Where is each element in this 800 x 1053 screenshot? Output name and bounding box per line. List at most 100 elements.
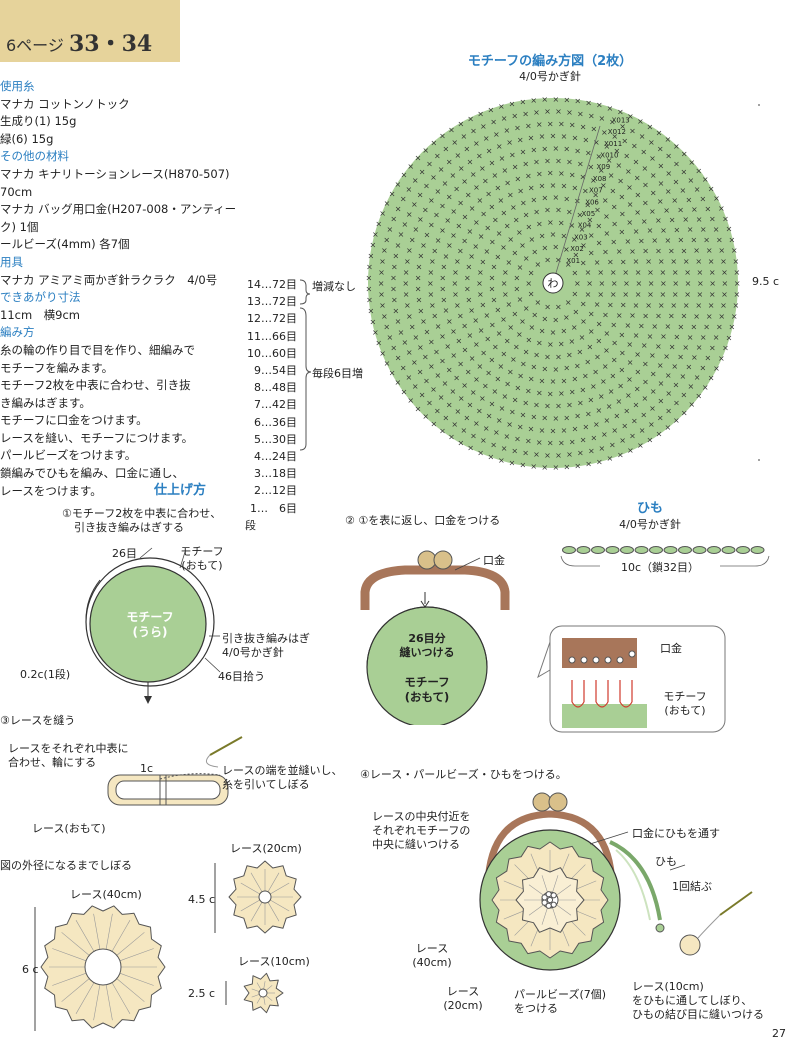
stitch-mark: × [603, 212, 610, 221]
lace-10-note-1: レース(10cm) [632, 980, 704, 993]
stitch-mark: × [673, 142, 680, 151]
stitch-mark: × [660, 226, 667, 235]
stitch-mark: × [528, 269, 535, 278]
stitch-mark: × [633, 331, 640, 340]
stitch-mark: × [640, 148, 647, 157]
cord-through-label: 口金にひもを通す [632, 827, 720, 840]
stitch-mark: × [420, 241, 427, 250]
step3-instr-2: 合わせ、輪にする [8, 756, 97, 769]
stitch-mark: × [616, 161, 623, 170]
stitch-mark: × [417, 191, 424, 200]
stitch-mark: × [372, 328, 379, 337]
stitch-mark: × [429, 257, 436, 266]
stitch-mark: × [572, 425, 579, 434]
stitch-mark: × [635, 268, 642, 277]
stitch-mark: × [438, 393, 445, 402]
stitch-mark: × [561, 132, 568, 141]
stitch-mark: × [467, 331, 474, 340]
edge-label: 0.2c(1段) [20, 668, 71, 681]
stitch-mark: × [611, 202, 618, 211]
stitch-mark: × [655, 247, 662, 256]
row-count-item: 9…54目 [254, 364, 297, 378]
stitch-mark: × [507, 323, 514, 332]
stitch-mark: × [440, 296, 447, 305]
chain-stitch [591, 546, 605, 554]
stitch-mark: × [504, 178, 511, 187]
materials-heading: 編み方 [0, 325, 35, 340]
stitch-mark: × [708, 301, 715, 310]
stitch-mark: × [586, 215, 593, 224]
stitch-mark: × [668, 312, 675, 321]
stitch-mark: × [435, 322, 442, 331]
stitch-mark: × [517, 295, 524, 304]
stitch-mark: × [498, 102, 505, 111]
stitch-mark: × [417, 343, 424, 352]
stitch-mark: × [594, 300, 601, 309]
stitch-mark: × [443, 306, 450, 315]
stitch-mark: × [552, 414, 559, 423]
stitch-mark: × [499, 404, 506, 413]
stitch-mark: × [517, 423, 524, 432]
chain-stitch [634, 546, 649, 554]
stitch-mark: × [650, 171, 657, 180]
stitch-mark: × [686, 363, 693, 372]
stitch-mark: × [580, 258, 587, 267]
round-label: X012 [608, 128, 626, 136]
stitch-mark: × [668, 246, 675, 255]
stitch-mark: × [629, 431, 636, 440]
stitch-mark: × [389, 369, 396, 378]
round-label: X010 [600, 152, 618, 160]
stitch-mark: × [627, 446, 634, 455]
stitch-mark: × [461, 322, 468, 331]
stitch-mark: × [648, 279, 655, 288]
stitch-mark: × [506, 300, 513, 309]
stitch-mark: × [533, 401, 540, 410]
stitch-mark: × [520, 360, 527, 369]
stitch-mark: × [720, 257, 727, 266]
stitch-mark: × [378, 290, 385, 299]
stitch-mark: × [486, 146, 493, 155]
stitch-mark: × [671, 196, 678, 205]
stitch-mark: × [458, 164, 465, 173]
stitch-mark: × [673, 416, 680, 425]
stitch-mark: × [621, 422, 628, 431]
stitch-mark: × [695, 166, 702, 175]
stitch-mark: × [539, 426, 546, 435]
stitch-mark: × [699, 363, 706, 372]
cord-label: ひも [655, 855, 677, 868]
materials-item: レースを縫い、モチーフにつけます。 [0, 430, 194, 445]
stitch-mark: × [517, 372, 524, 381]
stitch-mark: × [622, 290, 629, 299]
detail-motif-label: モチーフ(おもて) [650, 690, 720, 718]
stitch-mark: × [494, 375, 501, 384]
stitch-mark: × [489, 274, 496, 283]
stitch-mark: × [566, 351, 573, 360]
stitch-mark: × [491, 263, 498, 272]
motif-hook: 4/0号かぎ針 [519, 70, 581, 83]
stitch-mark: × [439, 132, 446, 141]
stitch-marks: ××××××××××××××××××××××××××××××××××××××××… [366, 95, 741, 472]
stitch-mark: × [558, 438, 565, 447]
stitch-mark: × [596, 406, 603, 415]
stitch-mark: × [416, 296, 423, 305]
stitch-mark: × [492, 171, 499, 180]
stitch-mark: × [541, 144, 548, 153]
stitch-mark: × [631, 142, 638, 151]
stitch-mark: × [579, 333, 586, 342]
stitch-mark: × [467, 401, 474, 410]
stitch-mark: × [544, 451, 551, 460]
stitch-mark: × [641, 164, 648, 173]
stitch-mark: × [398, 230, 405, 239]
stitch-mark: × [588, 249, 595, 258]
stitch-mark: × [482, 381, 489, 390]
lace-ring-diagram [107, 736, 243, 806]
stitch-mark: × [452, 268, 459, 277]
stitch-mark: × [713, 364, 720, 373]
stitch-mark: × [618, 193, 625, 202]
stitch-mark: × [400, 195, 407, 204]
stitch-mark: × [563, 364, 570, 373]
stitch-mark: × [597, 290, 604, 299]
stitch-mark: × [457, 247, 464, 256]
stitch-mark: × [597, 268, 604, 277]
stitch-mark: × [496, 329, 503, 338]
